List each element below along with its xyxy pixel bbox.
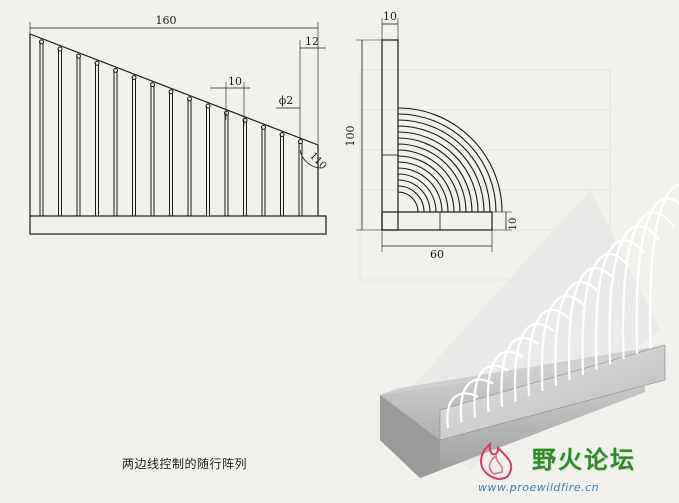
figure-caption: 两边线控制的随行阵列 bbox=[122, 457, 248, 471]
model-arc bbox=[621, 211, 676, 360]
model-arc bbox=[608, 225, 661, 365]
model-arc bbox=[527, 308, 570, 397]
arc-line bbox=[397, 179, 431, 213]
flame-icon bbox=[480, 441, 513, 481]
dim-label-phi2: ϕ2 bbox=[279, 94, 294, 107]
model-arc-array bbox=[446, 183, 679, 429]
dim-label-60: 60 bbox=[430, 248, 444, 261]
arc-line bbox=[397, 137, 473, 213]
watermark-url[interactable]: www.proewildfire.cn bbox=[478, 481, 600, 494]
arc-array bbox=[397, 107, 503, 213]
base-flange bbox=[381, 211, 493, 231]
rib-head bbox=[150, 82, 155, 88]
arc-line bbox=[397, 161, 449, 213]
arc-line bbox=[397, 125, 485, 213]
rib-head bbox=[205, 103, 211, 109]
rib-head bbox=[187, 96, 192, 102]
model-arc bbox=[459, 378, 494, 423]
arc-line bbox=[397, 191, 419, 213]
watermark-title: 野火论坛 bbox=[532, 446, 636, 474]
arc-line bbox=[397, 107, 503, 213]
arc-line bbox=[397, 131, 479, 213]
rib-head bbox=[279, 132, 285, 138]
rib-array bbox=[39, 39, 303, 216]
model-arc bbox=[581, 253, 630, 376]
model-arc bbox=[594, 239, 645, 370]
arc-line bbox=[397, 173, 437, 213]
arc-line bbox=[397, 155, 455, 213]
rib-head bbox=[224, 110, 229, 116]
right-drawing bbox=[356, 18, 512, 252]
rib-head bbox=[131, 75, 137, 81]
arc-line bbox=[397, 149, 461, 213]
rib-head bbox=[76, 53, 81, 59]
dim-label-100: 100 bbox=[344, 126, 357, 147]
model-arc bbox=[540, 294, 585, 391]
dim-label-base: 10 bbox=[508, 218, 519, 231]
arc-line bbox=[397, 185, 425, 213]
base-plate bbox=[29, 215, 327, 235]
rib-head bbox=[57, 46, 63, 52]
model-arc bbox=[635, 197, 679, 354]
model-arc bbox=[554, 280, 600, 386]
rib-head bbox=[113, 67, 118, 73]
arc-line bbox=[397, 167, 443, 213]
dim-label-thickness: 10 bbox=[383, 10, 397, 23]
rib-head bbox=[298, 139, 303, 145]
model-arc bbox=[648, 183, 679, 349]
rib-head bbox=[39, 39, 44, 45]
sloped-edge bbox=[29, 33, 319, 146]
arc-line bbox=[397, 119, 491, 213]
dim-arc-110 bbox=[299, 149, 323, 169]
left-drawing bbox=[29, 22, 327, 235]
3d-model bbox=[380, 183, 679, 478]
rib-head bbox=[242, 117, 248, 123]
rib-head bbox=[168, 89, 174, 95]
dim-label-110: 110 bbox=[307, 151, 328, 172]
vertical-wall bbox=[381, 39, 399, 231]
dim-label-160: 160 bbox=[156, 14, 177, 27]
rib-head bbox=[261, 124, 266, 130]
arc-line bbox=[397, 143, 467, 213]
rib-head bbox=[94, 60, 100, 66]
dim-label-12: 12 bbox=[305, 35, 319, 48]
dim-label-10: 10 bbox=[228, 75, 242, 88]
arc-line bbox=[397, 113, 497, 213]
model-arc bbox=[567, 267, 615, 381]
model-arc bbox=[446, 392, 479, 429]
